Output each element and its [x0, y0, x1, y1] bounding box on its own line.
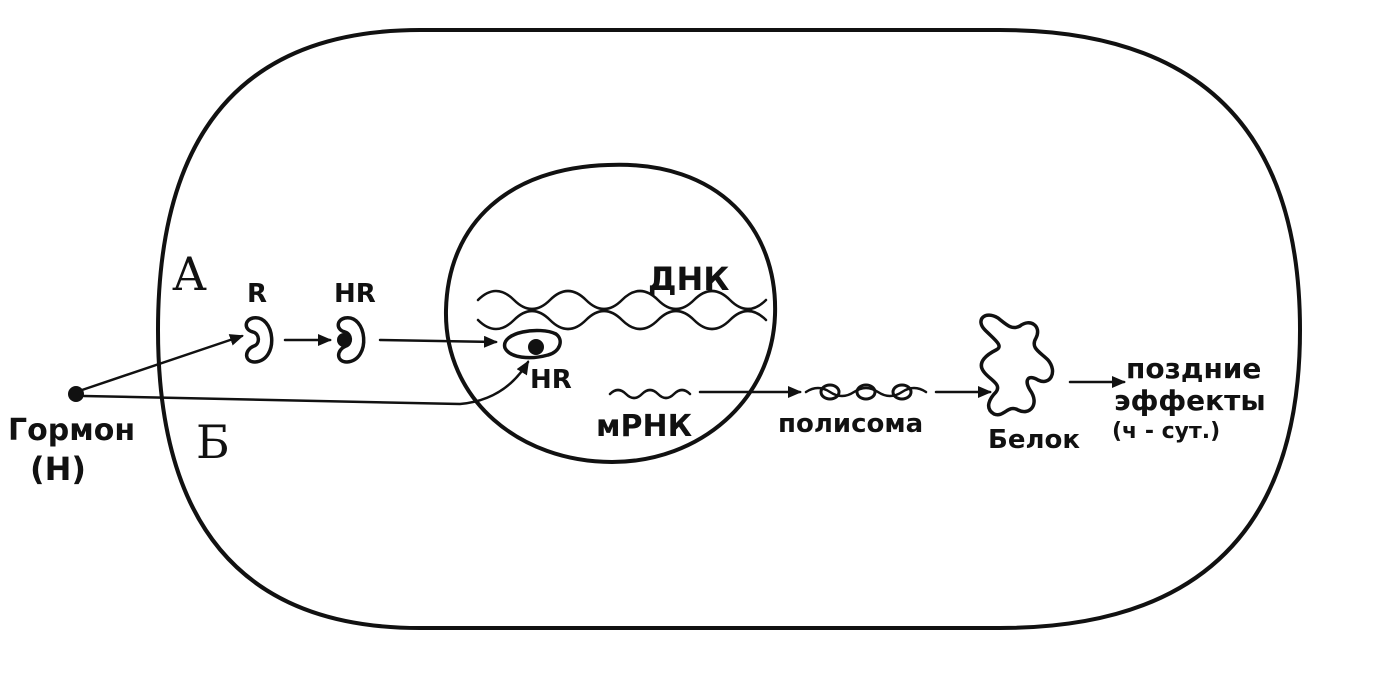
dna-strand-2 — [476, 309, 768, 331]
arrow-hormone-to-nucleus — [82, 360, 530, 406]
mrna-strand — [608, 388, 692, 400]
late-effects-label-line1: поздние — [1126, 352, 1261, 385]
ribosome-1 — [819, 383, 841, 401]
ribosome-2 — [855, 383, 877, 401]
hormone-dot — [68, 386, 84, 402]
polysome-strand — [804, 386, 928, 398]
protein-shape — [979, 313, 1055, 417]
mrna-label: мРНК — [596, 409, 693, 444]
hr-nucleus-shape — [503, 328, 562, 360]
receptor-label: R — [247, 279, 267, 309]
late-effects-label-line2: эффекты — [1114, 384, 1266, 417]
arrow-hormone-to-receptor — [80, 334, 244, 392]
cell-membrane — [156, 28, 1302, 630]
late-effects-time-label: (ч - сут.) — [1112, 419, 1220, 444]
dna-strand-1 — [476, 289, 768, 311]
arrow-hr-to-nucleus — [378, 335, 498, 348]
ribosome-3 — [891, 383, 913, 401]
nucleus-membrane — [443, 162, 778, 464]
protein-label: Белок — [988, 425, 1080, 455]
hr-nucleus-hormone-dot — [528, 339, 544, 355]
hormone-symbol-label: (Н) — [30, 450, 86, 488]
pathway-b-label: Б — [196, 415, 230, 469]
pathway-a-label: А — [172, 247, 207, 301]
hr-nucleus-label: HR — [530, 365, 572, 395]
hr-cytoplasm-hormone-dot — [337, 333, 351, 347]
hormone-label: Гормон — [8, 413, 135, 448]
polysome-label: полисома — [778, 409, 923, 439]
hr-cytoplasm-label: HR — [334, 279, 376, 309]
receptor-shape — [244, 316, 274, 364]
